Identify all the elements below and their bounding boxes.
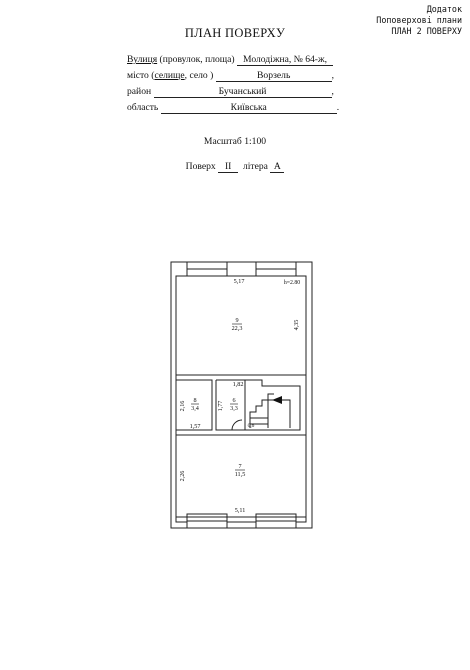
page-title: ПЛАН ПОВЕРХУ bbox=[184, 26, 286, 40]
district-label: район bbox=[127, 86, 152, 97]
dim-room8-width: 1,57 bbox=[190, 423, 201, 430]
dim-room8-height: 2,16 bbox=[179, 401, 186, 412]
city-label-a: місто ( bbox=[127, 70, 155, 81]
room-8-number: 8 bbox=[193, 397, 196, 404]
appendix-line-1: Додаток bbox=[426, 4, 462, 14]
dim-room6-height: 1,77 bbox=[217, 401, 224, 412]
appendix-line-2: Поповерхові плани bbox=[376, 15, 462, 25]
room-7-outline bbox=[175, 434, 307, 518]
district-trail: , bbox=[331, 86, 334, 97]
room-8-area: 3,4 bbox=[191, 405, 199, 412]
city-value: Ворзель bbox=[215, 70, 332, 82]
dim-bottom-width: 5,11 bbox=[235, 507, 246, 514]
region-value: Київська bbox=[160, 102, 337, 114]
region-trail: . bbox=[336, 102, 340, 113]
floor-line: Поверх II літера А bbox=[0, 161, 470, 173]
dim-room7-height: 2,26 bbox=[179, 471, 186, 482]
city-label-b: селище bbox=[154, 70, 185, 81]
street-label-a: Вулиця bbox=[127, 54, 158, 65]
floor-number: II bbox=[218, 161, 239, 173]
city-line: місто (селище, село ) Ворзель, bbox=[127, 70, 334, 82]
street-label-b: (провулок, площа) bbox=[159, 54, 235, 65]
region-label: область bbox=[127, 102, 159, 113]
street-value: Молодіжна, № 64-ж, bbox=[237, 54, 334, 66]
dim-room6-width: 1,82 bbox=[233, 381, 244, 388]
room-6-number: 6 bbox=[232, 397, 235, 404]
district-value: Бучанський bbox=[153, 86, 332, 98]
dim-door-width: 0,6 bbox=[248, 423, 255, 429]
dim-right-height: 4,35 bbox=[293, 320, 300, 331]
ceiling-height-mark: h=2.80 bbox=[284, 280, 300, 286]
floor-label: Поверх bbox=[185, 161, 216, 172]
room-7-area: 11,5 bbox=[235, 471, 246, 478]
district-line: район Бучанський, bbox=[127, 86, 334, 98]
floor-letter: А bbox=[270, 161, 285, 173]
room-9-outline bbox=[175, 275, 307, 376]
room-9-area: 22,3 bbox=[232, 325, 243, 332]
room-6-outline bbox=[215, 379, 301, 431]
region-line: область Київська. bbox=[127, 102, 339, 114]
street-line: Вулиця (провулок, площа) Молодіжна, № 64… bbox=[127, 54, 334, 66]
stair-treads bbox=[249, 393, 291, 428]
dim-top-width: 5,17 bbox=[234, 278, 245, 285]
door-swing bbox=[231, 419, 243, 431]
outer-wall bbox=[170, 261, 313, 529]
scale-label: Масштаб 1:100 bbox=[203, 136, 267, 147]
appendix-line-3: ПЛАН 2 ПОВЕРХУ bbox=[391, 26, 462, 36]
city-trail: , bbox=[331, 70, 335, 81]
stair-arrow-icon bbox=[272, 396, 282, 404]
room-8-outline bbox=[175, 379, 213, 431]
room-6-area: 3,3 bbox=[230, 405, 238, 412]
appendix-note: Додаток Поповерхові плани ПЛАН 2 ПОВЕРХУ bbox=[376, 4, 462, 37]
letter-label: літера bbox=[242, 161, 268, 172]
room-7-number: 7 bbox=[238, 463, 241, 470]
city-label-c: , село ) bbox=[184, 70, 214, 81]
room-9-number: 9 bbox=[235, 317, 238, 324]
